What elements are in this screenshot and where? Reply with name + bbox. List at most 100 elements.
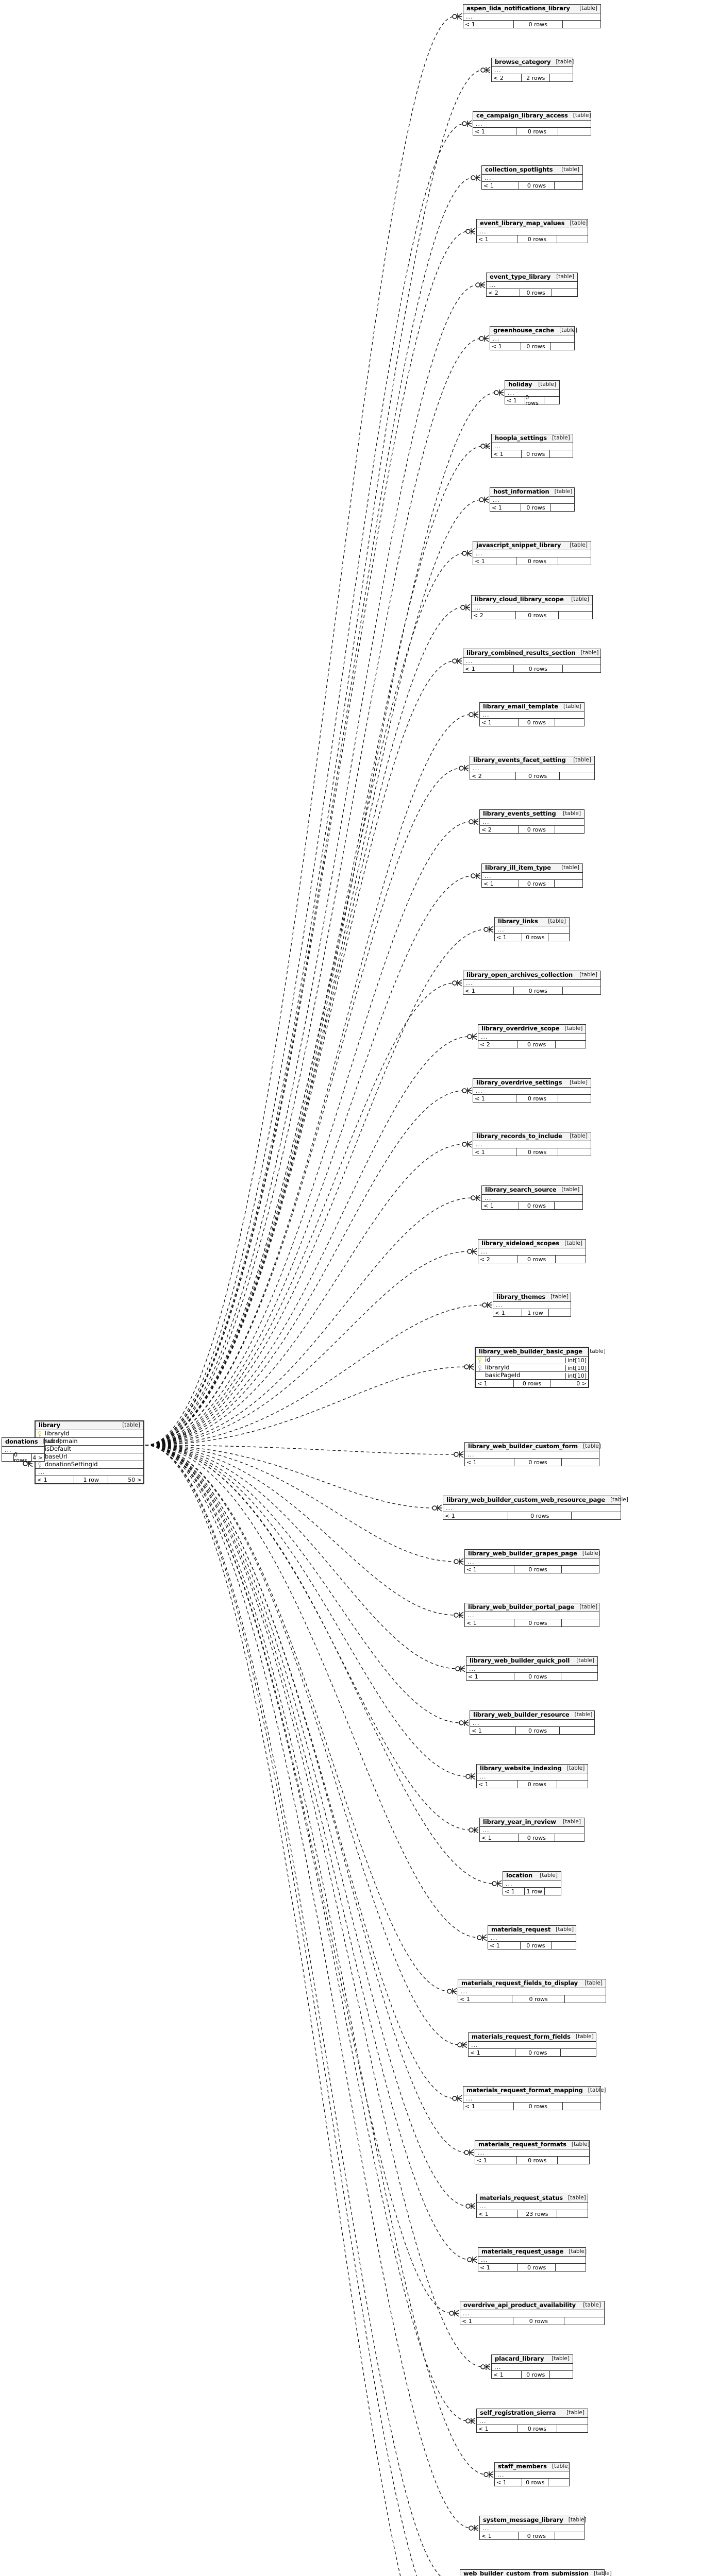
footer-prev-link[interactable]: < 1 (475, 1095, 485, 1102)
child-table-materials-request-fields-to-display[interactable]: materials_request_fields_to_display[tabl… (458, 1979, 606, 2003)
footer-prev-link[interactable]: < 1 (462, 2317, 472, 2325)
footer-next-link[interactable] (560, 1727, 594, 1734)
child-table-aspen-lida-notifications-library[interactable]: aspen_lida_notifications_library[table].… (463, 4, 601, 28)
footer-prev-link[interactable]: < 2 (473, 612, 483, 619)
child-table-materials-request-form-fields[interactable]: materials_request_form_fields[table]...<… (468, 2032, 596, 2057)
footer-next-link[interactable] (555, 182, 582, 189)
footer-next-link[interactable] (550, 74, 573, 81)
footer-prev-link[interactable]: < 1 (465, 987, 475, 994)
footer-next-link[interactable] (557, 1781, 588, 1788)
footer-next-link[interactable] (561, 1673, 597, 1680)
footer-next-link[interactable]: 0 > (576, 1380, 587, 1387)
footer-next-link[interactable] (557, 235, 588, 243)
footer-next-link[interactable]: 4 > (32, 1454, 43, 1461)
footer-next-link[interactable] (550, 2371, 573, 2378)
footer-next-link[interactable] (548, 2479, 569, 2486)
footer-prev-link[interactable] (2, 1454, 13, 1461)
footer-next-link[interactable] (544, 397, 559, 404)
child-table-library-open-archives-collection[interactable]: library_open_archives_collection[table].… (463, 971, 601, 995)
footer-prev-link[interactable]: < 2 (472, 772, 482, 779)
footer-prev-link[interactable]: < 2 (480, 1041, 490, 1048)
footer-prev-link[interactable]: < 1 (480, 2264, 490, 2271)
child-table-library-web-builder-resource[interactable]: library_web_builder_resource[table]...< … (470, 1710, 595, 1735)
footer-prev-link[interactable]: < 1 (493, 450, 504, 457)
footer-next-link[interactable] (559, 612, 592, 619)
footer-prev-link[interactable]: < 1 (481, 1834, 492, 1841)
footer-next-link[interactable] (555, 1202, 582, 1209)
footer-next-link[interactable] (556, 1256, 586, 1263)
footer-prev-link[interactable]: < 1 (465, 21, 475, 28)
footer-next-link[interactable] (558, 557, 591, 565)
footer-next-link[interactable]: 50 > (128, 1476, 142, 1483)
footer-next-link[interactable] (549, 1309, 571, 1316)
footer-prev-link[interactable]: < 1 (478, 235, 489, 243)
footer-prev-link[interactable]: < 1 (496, 2479, 507, 2486)
footer-next-link[interactable] (563, 665, 600, 672)
footer-prev-link[interactable]: < 1 (495, 1309, 505, 1316)
footer-prev-link[interactable]: < 2 (488, 289, 498, 296)
footer-next-link[interactable] (552, 1942, 576, 1949)
footer-prev-link[interactable]: < 1 (492, 504, 502, 511)
footer-next-link[interactable] (555, 2532, 584, 2539)
footer-prev-link[interactable]: < 1 (37, 1476, 47, 1483)
child-table-library-web-builder-grapes-page[interactable]: library_web_builder_grapes_page[table]..… (464, 1549, 600, 1573)
footer-prev-link[interactable]: < 1 (475, 128, 485, 135)
footer-prev-link[interactable]: < 2 (481, 826, 492, 833)
footer-prev-link[interactable]: < 1 (483, 880, 494, 887)
table-column-row[interactable]: libraryId (36, 1430, 143, 1438)
child-table-materials-request-format-mapping[interactable]: materials_request_format_mapping[table].… (463, 2086, 606, 2110)
footer-next-link[interactable] (563, 987, 600, 994)
footer-prev-link[interactable]: < 2 (480, 1256, 490, 1263)
child-table-overdrive-api-product-availability[interactable]: overdrive_api_product_availability[table… (460, 2301, 605, 2325)
footer-prev-link[interactable]: < 1 (493, 2371, 504, 2378)
footer-next-link[interactable] (572, 1512, 621, 1519)
footer-next-link[interactable] (551, 343, 574, 350)
child-table-library-web-builder-quick-poll[interactable]: library_web_builder_quick_poll[table]...… (466, 1656, 598, 1681)
child-table-library-cloud-library-scope[interactable]: library_cloud_library_scope[table]...< 2… (471, 595, 593, 619)
footer-next-link[interactable] (552, 289, 577, 296)
footer-next-link[interactable] (564, 2317, 604, 2325)
footer-next-link[interactable] (565, 1995, 606, 2003)
footer-next-link[interactable] (551, 504, 574, 511)
footer-next-link[interactable] (557, 2210, 588, 2217)
footer-prev-link[interactable]: < 1 (468, 1673, 478, 1680)
footer-next-link[interactable] (558, 1095, 591, 1102)
table-column-row[interactable]: donationSettingId (36, 1461, 143, 1469)
footer-prev-link[interactable]: < 1 (483, 182, 494, 189)
footer-prev-link[interactable]: < 1 (475, 557, 485, 565)
footer-prev-link[interactable]: < 1 (466, 1459, 477, 1466)
footer-prev-link[interactable]: < 1 (477, 1380, 488, 1387)
footer-prev-link[interactable]: < 1 (445, 1512, 455, 1519)
child-table-library-combined-results-section[interactable]: library_combined_results_section[table].… (463, 649, 601, 673)
footer-next-link[interactable] (556, 2264, 586, 2271)
footer-prev-link[interactable]: < 1 (466, 1619, 477, 1626)
footer-prev-link[interactable]: < 2 (493, 74, 504, 81)
footer-next-link[interactable] (558, 128, 591, 135)
footer-prev-link[interactable]: < 1 (460, 1995, 470, 2003)
